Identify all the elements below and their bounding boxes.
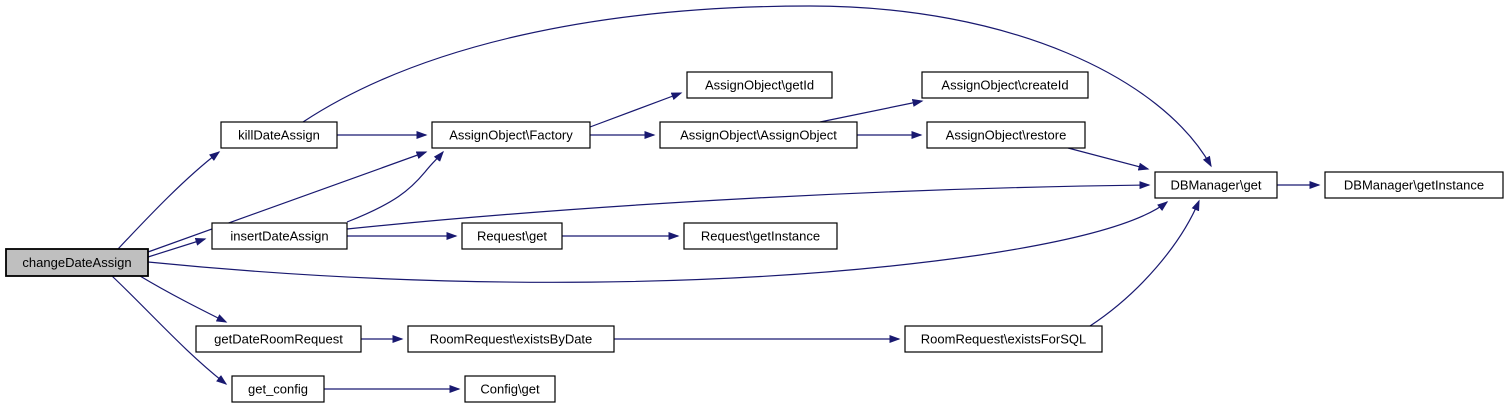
node-requestGet[interactable]: Request\get bbox=[461, 222, 563, 250]
nodes-layer: changeDateAssign killDateAssign insertDate… bbox=[5, 71, 1504, 403]
node-label-dbGet: DBManager\get bbox=[1170, 178, 1261, 193]
edge-assignObject-to-createId bbox=[819, 98, 924, 123]
node-box-existsForSQL[interactable] bbox=[904, 325, 1103, 353]
edge-changeDateAssign-to-insertDateAssign bbox=[147, 238, 207, 258]
node-changeDateAssign[interactable]: changeDateAssign bbox=[5, 248, 149, 277]
node-label-createId: AssignObject\createId bbox=[941, 78, 1068, 93]
node-box-factory[interactable] bbox=[431, 121, 591, 149]
node-label-requestGet: Request\get bbox=[477, 229, 547, 244]
node-box-requestGetInstance[interactable] bbox=[683, 222, 838, 250]
node-label-restore: AssignObject\restore bbox=[946, 128, 1067, 143]
node-createId[interactable]: AssignObject\createId bbox=[921, 71, 1089, 99]
node-label-insertDateAssign: insertDateAssign bbox=[230, 229, 328, 244]
edge-restore-to-dbGet bbox=[1067, 147, 1150, 171]
edge-changeDateAssign-to-get_config bbox=[111, 275, 228, 385]
node-getDateRoomRequest[interactable]: getDateRoomRequest bbox=[195, 325, 362, 353]
node-box-createId[interactable] bbox=[921, 71, 1089, 99]
edge-changeDateAssign-to-factory bbox=[147, 151, 428, 253]
edge-factory-to-getId bbox=[589, 92, 683, 128]
edges-layer bbox=[111, 5, 1321, 393]
node-existsByDate[interactable]: RoomRequest\existsByDate bbox=[407, 325, 615, 353]
node-factory[interactable]: AssignObject\Factory bbox=[431, 121, 591, 149]
node-box-getDateRoomRequest[interactable] bbox=[195, 325, 362, 353]
node-box-insertDateAssign[interactable] bbox=[211, 222, 348, 250]
edge-changeDateAssign-to-dbGet bbox=[147, 201, 1169, 283]
node-label-get_config: get_config bbox=[248, 382, 308, 397]
node-requestGetInstance[interactable]: Request\getInstance bbox=[683, 222, 838, 250]
node-label-changeDateAssign: changeDateAssign bbox=[22, 255, 131, 270]
edge-changeDateAssign-to-killDateAssign bbox=[117, 151, 221, 250]
node-label-configGet: Config\get bbox=[480, 382, 540, 397]
node-label-assignObject: AssignObject\AssignObject bbox=[680, 128, 837, 143]
node-configGet[interactable]: Config\get bbox=[464, 375, 556, 403]
node-label-requestGetInstance: Request\getInstance bbox=[701, 229, 820, 244]
node-label-existsForSQL: RoomRequest\existsForSQL bbox=[921, 332, 1086, 347]
node-dbGetInstance[interactable]: DBManager\getInstance bbox=[1324, 171, 1504, 199]
node-dbGet[interactable]: DBManager\get bbox=[1154, 171, 1278, 199]
node-label-killDateAssign: killDateAssign bbox=[238, 128, 320, 143]
node-restore[interactable]: AssignObject\restore bbox=[926, 121, 1086, 149]
node-box-killDateAssign[interactable] bbox=[220, 121, 338, 149]
node-label-getDateRoomRequest: getDateRoomRequest bbox=[214, 332, 343, 347]
node-getId[interactable]: AssignObject\getId bbox=[686, 71, 833, 99]
node-killDateAssign[interactable]: killDateAssign bbox=[220, 121, 338, 149]
node-label-existsByDate: RoomRequest\existsByDate bbox=[430, 332, 593, 347]
node-get_config[interactable]: get_config bbox=[231, 375, 325, 403]
node-box-changeDateAssign[interactable] bbox=[5, 248, 149, 277]
edge-insertDateAssign-to-factory bbox=[346, 150, 444, 223]
edge-killDateAssign-to-dbGet bbox=[302, 5, 1212, 168]
edge-existsForSQL-to-dbGet bbox=[1089, 199, 1200, 327]
edge-insertDateAssign-to-dbGet bbox=[346, 181, 1151, 230]
node-assignObject[interactable]: AssignObject\AssignObject bbox=[659, 121, 858, 149]
node-box-configGet[interactable] bbox=[464, 375, 556, 403]
node-insertDateAssign[interactable]: insertDateAssign bbox=[211, 222, 348, 250]
node-box-assignObject[interactable] bbox=[659, 121, 858, 149]
node-box-dbGetInstance[interactable] bbox=[1324, 171, 1504, 199]
node-box-restore[interactable] bbox=[926, 121, 1086, 149]
node-existsForSQL[interactable]: RoomRequest\existsForSQL bbox=[904, 325, 1103, 353]
node-box-existsByDate[interactable] bbox=[407, 325, 615, 353]
edge-changeDateAssign-to-getDateRoomRequest bbox=[139, 275, 228, 323]
node-box-dbGet[interactable] bbox=[1154, 171, 1278, 199]
node-label-dbGetInstance: DBManager\getInstance bbox=[1344, 178, 1484, 193]
node-label-getId: AssignObject\getId bbox=[705, 78, 814, 93]
node-box-get_config[interactable] bbox=[231, 375, 325, 403]
node-label-factory: AssignObject\Factory bbox=[449, 128, 573, 143]
node-box-requestGet[interactable] bbox=[461, 222, 563, 250]
node-box-getId[interactable] bbox=[686, 71, 833, 99]
